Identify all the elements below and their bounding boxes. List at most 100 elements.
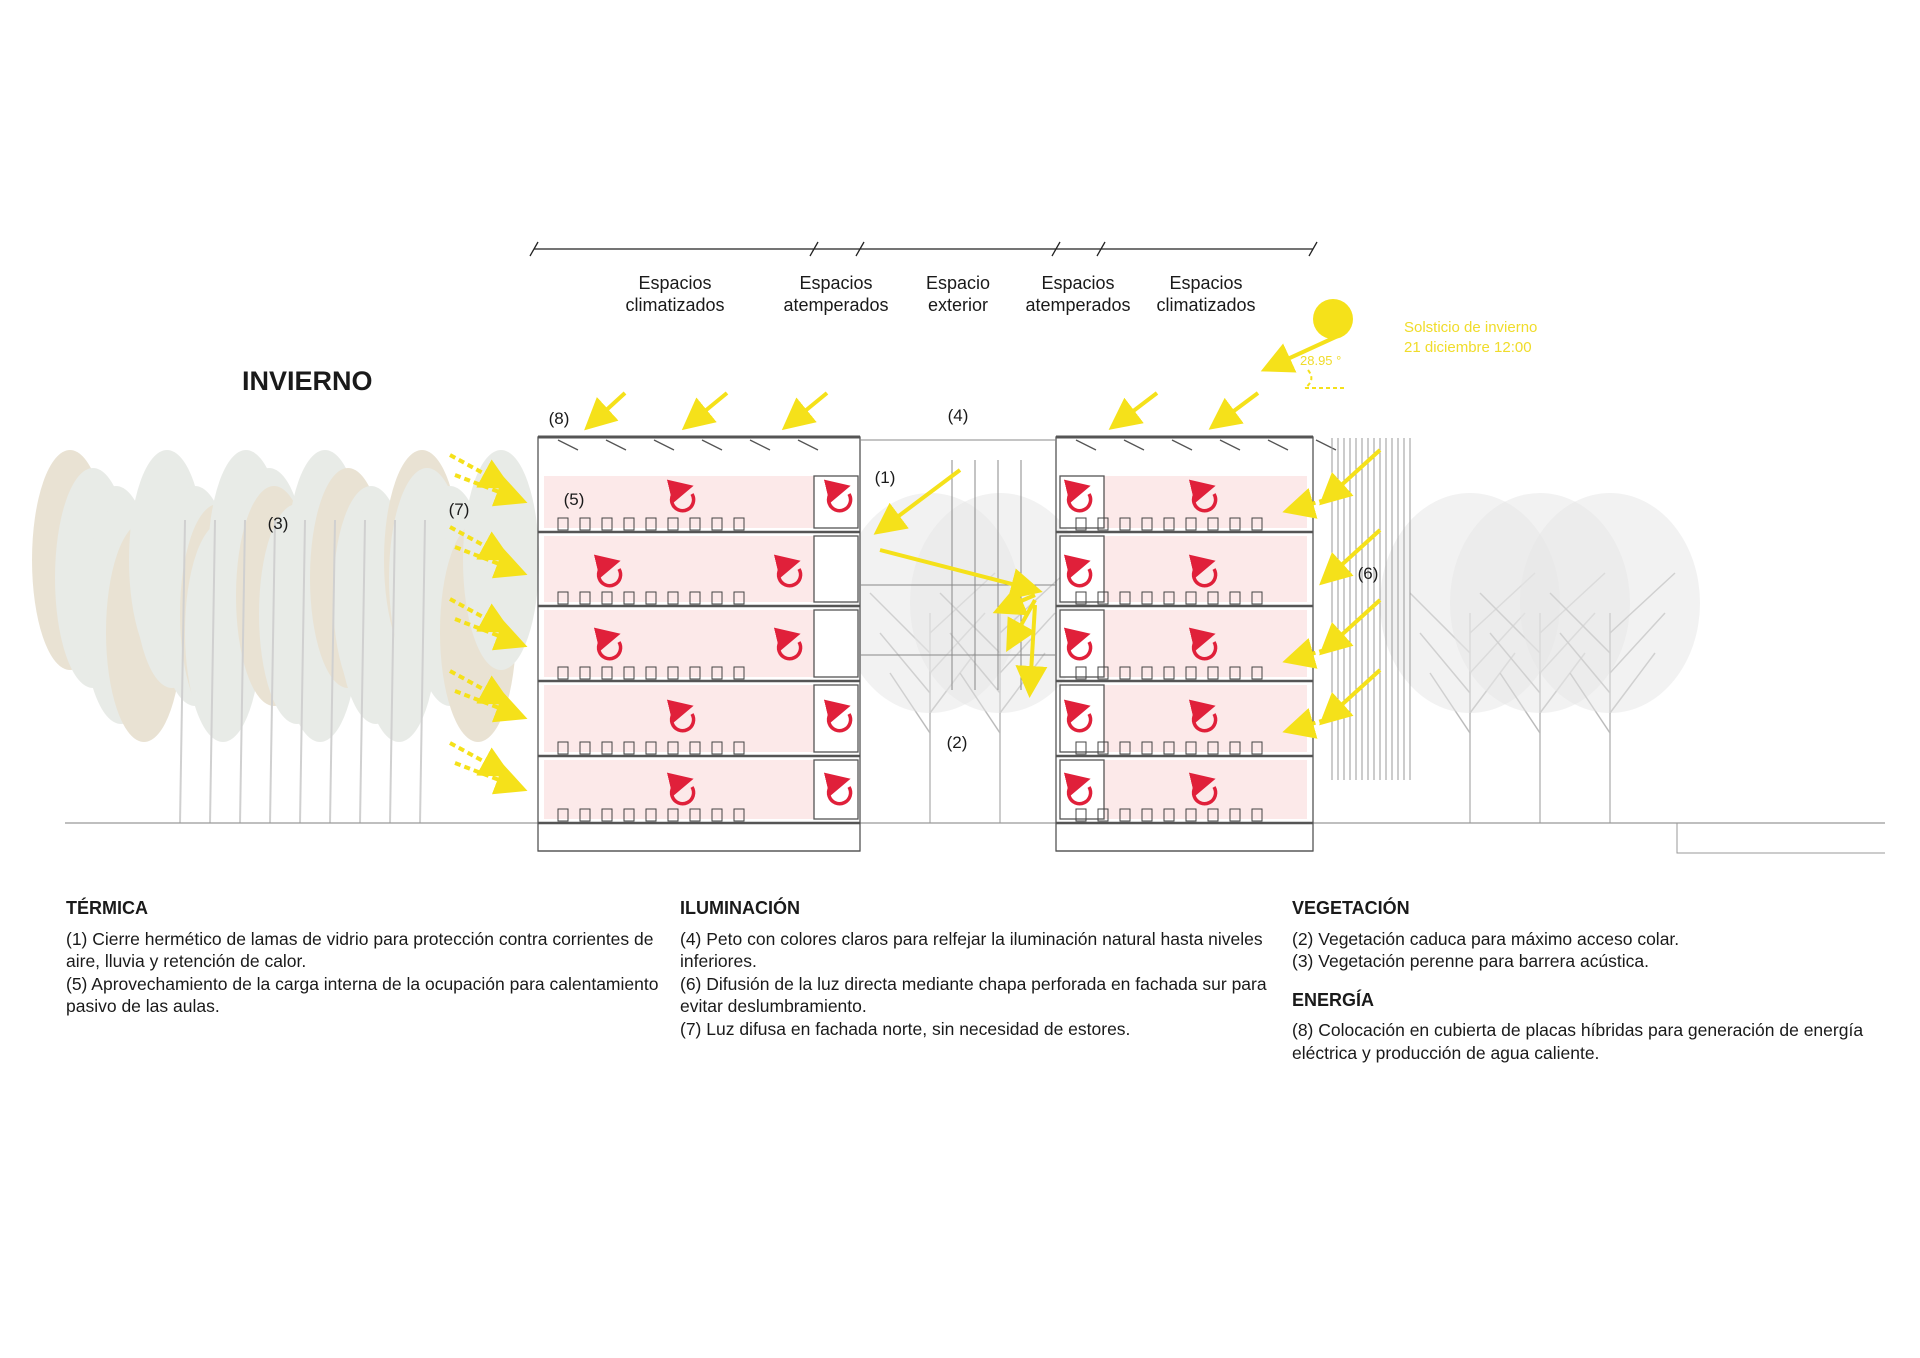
desk: [711, 808, 723, 822]
heat-rotation-icon: [1063, 554, 1093, 588]
desk: [1097, 591, 1109, 605]
desk: [1229, 517, 1241, 531]
desk: [645, 808, 657, 822]
text-item: (7) Luz difusa en fachada norte, sin nec…: [680, 1018, 1131, 1039]
tree-trunk: [389, 519, 396, 824]
desk: [1075, 666, 1087, 680]
deciduous-trees: [840, 493, 1700, 823]
marker-8: (8): [548, 409, 570, 428]
hybrid-panel: [653, 439, 675, 451]
desk: [557, 517, 569, 531]
dimension-tick: [1308, 241, 1318, 257]
heading-vegetacion: VEGETACIÓN: [1292, 898, 1410, 918]
desk: [667, 666, 679, 680]
heading-energia: ENERGÍA: [1292, 989, 1375, 1010]
sun-ray-arrow: [992, 585, 1036, 616]
desk: [1119, 808, 1131, 822]
solstice-date: 21 diciembre 12:00: [1404, 339, 1532, 356]
text-item: (5) Aprovechamiento de la carga interna …: [66, 973, 659, 1017]
desk: [1141, 808, 1153, 822]
tree-trunk: [329, 519, 336, 824]
desk: [1185, 741, 1197, 755]
desk: [1075, 591, 1087, 605]
sun-ray-arrow: [873, 468, 962, 535]
desk: [579, 666, 591, 680]
hybrid-panel: [1171, 439, 1193, 451]
desk: [601, 741, 613, 755]
heat-rotation-icon: [593, 627, 623, 661]
heat-rotation-icon: [666, 772, 696, 806]
zone-line2: climatizados: [625, 295, 725, 315]
tree-trunk: [419, 519, 426, 824]
season-title: INVIERNO: [242, 366, 373, 396]
desk: [733, 517, 745, 531]
desk: [667, 741, 679, 755]
sun-ray-arrow: [454, 761, 528, 795]
marker-4: (4): [947, 406, 969, 425]
marker-5: (5): [563, 490, 585, 509]
desk: [623, 517, 635, 531]
marker-2: (2): [946, 733, 968, 752]
desk: [1185, 666, 1197, 680]
solstice-title: Solsticio de invierno: [1404, 319, 1538, 336]
tree-trunk: [209, 519, 216, 824]
tree-trunk: [299, 519, 306, 824]
desk: [733, 808, 745, 822]
zone-line2: climatizados: [1156, 295, 1256, 315]
desk: [645, 517, 657, 531]
desk: [1075, 808, 1087, 822]
desk: [667, 591, 679, 605]
right-building: [1055, 435, 1337, 852]
desk: [623, 741, 635, 755]
evergreen-trees-left: [32, 450, 539, 824]
dimension-tick: [529, 241, 539, 257]
tree-trunk: [359, 519, 366, 824]
desk: [623, 666, 635, 680]
marker-1: (1): [874, 468, 896, 487]
desk: [733, 591, 745, 605]
desk: [557, 591, 569, 605]
desk: [579, 591, 591, 605]
dimension-tick: [809, 241, 819, 257]
heat-rotation-icon: [593, 554, 623, 588]
heat-icons: [593, 479, 1218, 806]
sun-ray-arrow: [449, 741, 513, 777]
desk: [601, 666, 613, 680]
hybrid-panel: [749, 439, 771, 451]
sun-ray-arrow: [681, 391, 729, 431]
zone-line1: Espacio: [925, 273, 991, 293]
desk: [733, 666, 745, 680]
desk: [1163, 741, 1175, 755]
classroom: [544, 685, 854, 752]
desk: [1141, 741, 1153, 755]
section-vegetacion-energia: VEGETACIÓN (2) Vegetación caduca para má…: [1292, 897, 1892, 1064]
heat-rotation-icon: [1188, 772, 1218, 806]
desk: [689, 517, 701, 531]
marker-7: (7): [448, 500, 470, 519]
sun-ray-arrow: [1319, 598, 1382, 656]
desk: [557, 666, 569, 680]
desk: [1185, 517, 1197, 531]
sun-rays: [449, 391, 1382, 795]
desk: [711, 517, 723, 531]
desk: [1119, 517, 1131, 531]
solstice-label: Solsticio de invierno 21 diciembre 12:00: [1404, 318, 1537, 358]
sun-ray-arrow: [1319, 448, 1382, 506]
heat-rotation-icon: [1063, 772, 1093, 806]
heat-rotation-icon: [1063, 699, 1093, 733]
heading-iluminacion: ILUMINACIÓN: [680, 898, 800, 918]
dimension-tick: [1051, 241, 1061, 257]
heat-rotation-icon: [1188, 479, 1218, 513]
text-item: (6) Difusión de la luz directa mediante …: [680, 973, 1267, 1017]
sun-ray-arrow: [1006, 599, 1037, 652]
desk: [711, 591, 723, 605]
heat-rotation-icon: [773, 627, 803, 661]
sun-ray-arrow: [584, 391, 627, 431]
sun-ray-arrow: [1015, 604, 1048, 698]
sun-ray-arrow: [1282, 708, 1326, 739]
desk: [1097, 808, 1109, 822]
tree-trunk: [239, 519, 246, 824]
marker-6: (6): [1357, 564, 1379, 583]
